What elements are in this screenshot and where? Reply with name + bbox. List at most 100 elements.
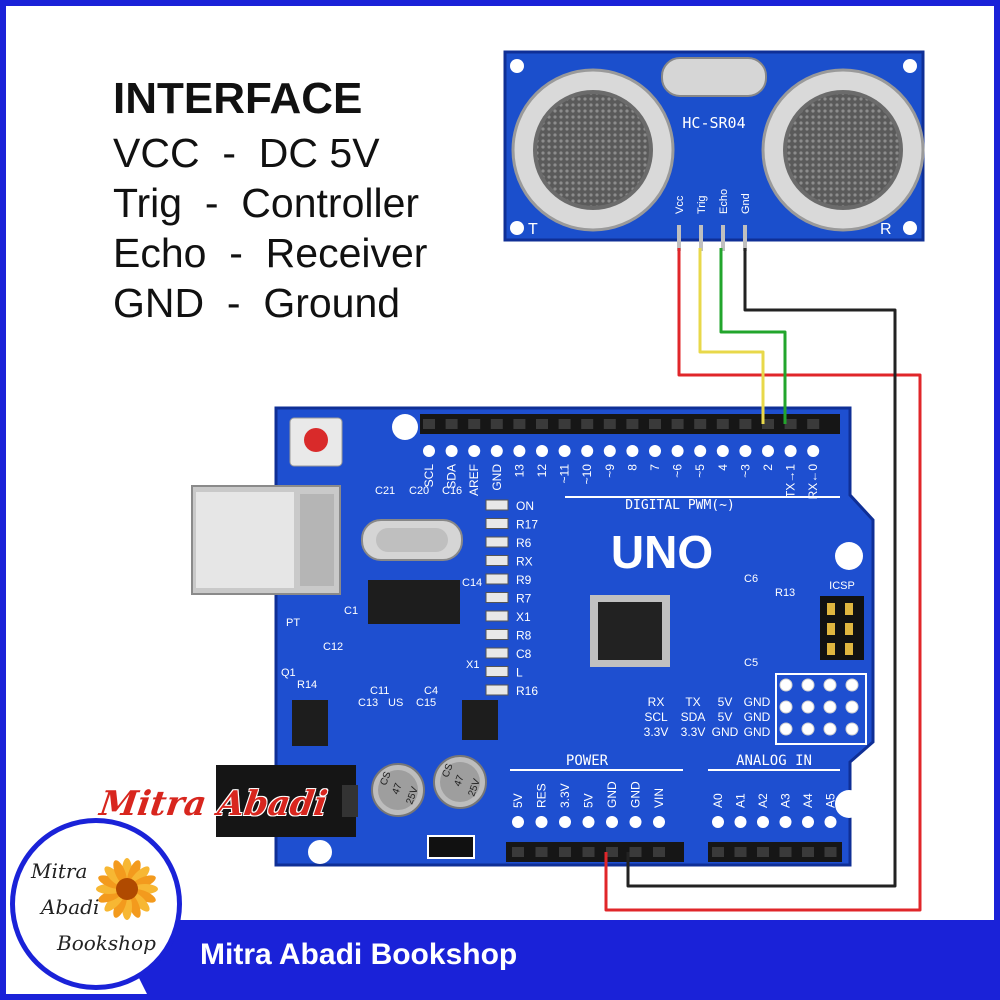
interface-title: INTERFACE bbox=[113, 74, 363, 123]
logo-text-line: Bookshop bbox=[57, 931, 156, 955]
aux-pad bbox=[823, 722, 837, 736]
header-pad bbox=[694, 445, 707, 457]
vcc-wire bbox=[604, 248, 922, 912]
header-row-label: RX bbox=[648, 695, 665, 709]
flower-petal bbox=[127, 860, 141, 885]
icsp-pin bbox=[827, 603, 835, 615]
sensor-pin-label: Gnd bbox=[740, 193, 752, 214]
aux-header bbox=[775, 673, 867, 745]
logo-text-line: Abadi bbox=[41, 895, 100, 919]
header-socket bbox=[734, 847, 747, 857]
aux-pad bbox=[801, 722, 815, 736]
capacitor-text: CS bbox=[378, 770, 393, 787]
power-label: POWER bbox=[566, 753, 609, 769]
pin-label: SDA bbox=[445, 464, 459, 489]
aux-pad bbox=[801, 700, 815, 714]
header-pad bbox=[807, 445, 820, 457]
electrolytic-capacitor bbox=[371, 763, 425, 817]
flower-petal bbox=[98, 875, 123, 889]
smd-component bbox=[485, 610, 509, 622]
component-label: C8 bbox=[516, 647, 532, 661]
smd-component bbox=[485, 666, 509, 677]
component-label: C11 bbox=[370, 685, 389, 697]
flower-petal bbox=[113, 860, 127, 885]
header-socket bbox=[762, 419, 774, 429]
header-socket bbox=[558, 419, 571, 429]
gnd-wire bbox=[626, 248, 897, 888]
component-label: R7 bbox=[516, 592, 532, 606]
smd-component bbox=[485, 518, 509, 529]
component-label: C6 bbox=[744, 573, 758, 585]
component-label: C1 bbox=[344, 605, 358, 617]
header-pad bbox=[626, 445, 639, 457]
header-pad bbox=[649, 445, 661, 457]
header-socket bbox=[671, 419, 684, 429]
component-label: C16 bbox=[442, 485, 462, 497]
header-socket bbox=[581, 419, 594, 429]
aux-pad bbox=[845, 722, 859, 736]
smd-component bbox=[485, 573, 509, 585]
header-socket bbox=[559, 847, 571, 857]
header-row-label: 5V bbox=[718, 695, 733, 709]
header-pad bbox=[559, 816, 571, 828]
reset-button-cap bbox=[304, 428, 328, 452]
header-pad bbox=[423, 445, 435, 457]
header-pad bbox=[734, 816, 747, 828]
component-label: C13 bbox=[358, 697, 378, 709]
header-pad bbox=[762, 445, 774, 457]
pin-label: 12 bbox=[535, 464, 549, 478]
transmitter-label: T bbox=[528, 221, 538, 238]
header-socket bbox=[626, 419, 639, 429]
sensor-pin bbox=[721, 225, 725, 251]
component-label: RX bbox=[516, 555, 533, 569]
icsp-header bbox=[820, 596, 864, 660]
header-row-label: GND bbox=[712, 725, 739, 739]
header-socket bbox=[694, 419, 707, 429]
pin-label: AREF bbox=[467, 464, 481, 496]
interface-row-trig: Trig - Controller bbox=[113, 180, 420, 226]
component-label: C4 bbox=[424, 685, 438, 697]
mounting-hole bbox=[308, 840, 332, 864]
header-pad bbox=[671, 445, 684, 457]
component-label: X1 bbox=[466, 659, 479, 671]
receiver-transducer bbox=[761, 68, 925, 232]
analog-pin-label: A5 bbox=[824, 793, 838, 808]
flower-petal bbox=[104, 891, 125, 912]
component-label: X1 bbox=[516, 610, 531, 624]
sensor-pin bbox=[699, 225, 703, 251]
pin-label: RX←0 bbox=[806, 464, 820, 500]
power-pin-label: GND bbox=[605, 781, 619, 808]
capacitor-text: 47 bbox=[390, 781, 404, 796]
pin-label: 2 bbox=[761, 464, 775, 471]
aux-pad bbox=[845, 700, 859, 714]
capacitor-text: CS bbox=[440, 762, 455, 779]
header-socket bbox=[582, 847, 595, 857]
power-pin-label: 3.3V bbox=[558, 783, 572, 808]
header-pad bbox=[739, 445, 752, 457]
wires bbox=[604, 248, 922, 912]
regulator-chip bbox=[462, 700, 498, 740]
pin-label: 4 bbox=[716, 464, 730, 471]
header-socket bbox=[423, 419, 435, 429]
pin-label: ~3 bbox=[738, 464, 752, 478]
power-pin-label: 5V bbox=[511, 793, 525, 808]
analog-header bbox=[708, 842, 842, 862]
component-label: C12 bbox=[323, 641, 343, 653]
smd-component bbox=[485, 555, 509, 566]
echo-wire bbox=[719, 248, 787, 424]
header-socket bbox=[468, 419, 481, 429]
voltage-regulator bbox=[292, 700, 328, 746]
flower-icon bbox=[96, 858, 158, 920]
interface-row-echo: Echo - Receiver bbox=[113, 230, 428, 276]
header-socket bbox=[739, 419, 752, 429]
header-socket bbox=[512, 847, 524, 857]
icsp-pin bbox=[845, 623, 853, 635]
header-pad bbox=[445, 445, 458, 457]
analog-pin-label: A4 bbox=[801, 793, 815, 808]
icsp-pin bbox=[845, 603, 853, 615]
usb-chip bbox=[368, 580, 460, 624]
board-name: UNO bbox=[611, 526, 713, 578]
component-label: R14 bbox=[297, 679, 317, 691]
